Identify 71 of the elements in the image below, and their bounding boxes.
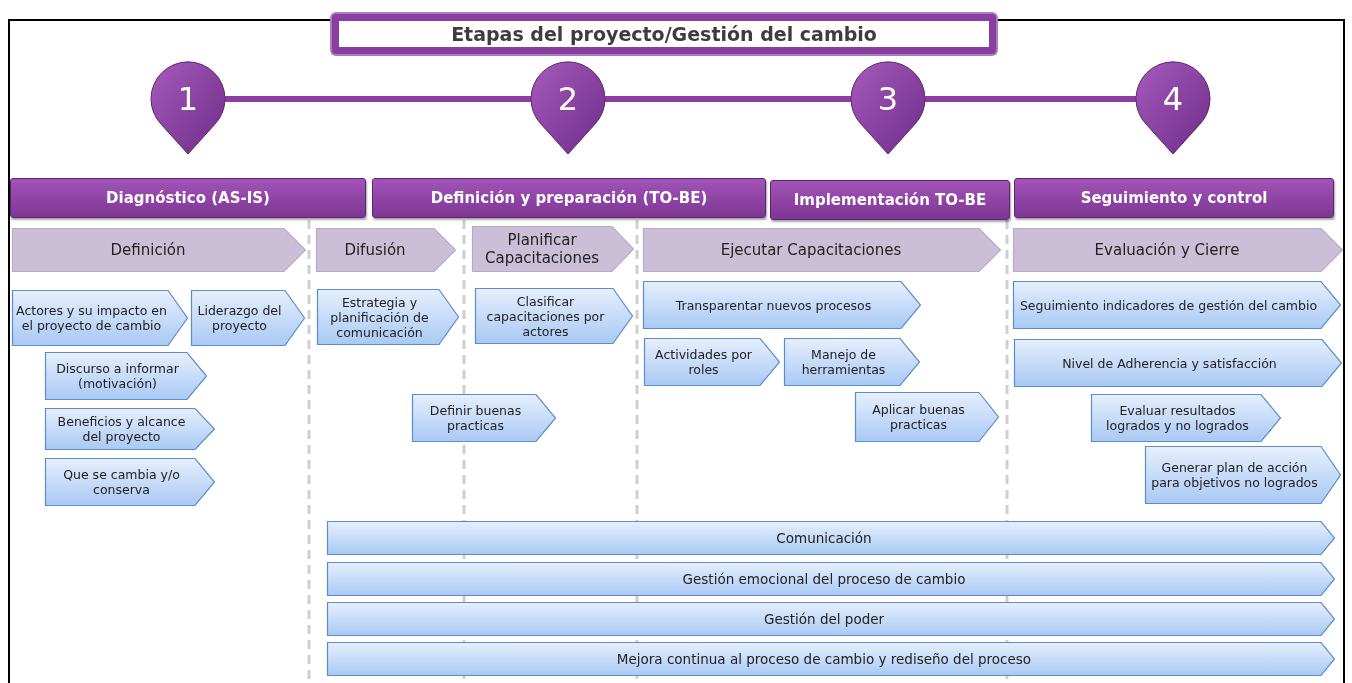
label-text: Beneficios y alcance del proyecto bbox=[56, 414, 187, 444]
label-text: Generar plan de acción para objetivos no logrados bbox=[1150, 460, 1319, 490]
stage-number: 4 bbox=[1162, 80, 1184, 119]
label-text: Actores y su impacto en el proyecto de cambio bbox=[15, 303, 168, 333]
phase-header bbox=[10, 178, 366, 218]
process-band bbox=[327, 562, 1335, 596]
process-band bbox=[327, 642, 1335, 676]
activity-box bbox=[475, 288, 633, 344]
activity-box bbox=[644, 338, 780, 386]
label-text: Planificar Capacitaciones bbox=[484, 231, 600, 267]
label-text: Seguimiento indicadores de gestión del cambio bbox=[1019, 297, 1318, 313]
phase-header bbox=[372, 178, 766, 218]
label-text: Definir buenas practicas bbox=[428, 403, 523, 433]
activity-box bbox=[1013, 281, 1341, 329]
activity-box bbox=[45, 458, 215, 506]
stage-banner bbox=[643, 228, 1001, 272]
activity-box bbox=[1014, 339, 1342, 387]
activity-box bbox=[45, 352, 207, 400]
label-text: Actividades por roles bbox=[654, 347, 753, 377]
activity-box bbox=[412, 394, 556, 442]
title-box bbox=[332, 14, 996, 54]
label-text: Comunicación bbox=[776, 529, 872, 547]
label-text: Nivel de Adherencia y satisfacción bbox=[1062, 355, 1277, 371]
activity-box bbox=[784, 338, 920, 386]
stage-number: 2 bbox=[557, 80, 579, 119]
activity-box bbox=[1145, 446, 1341, 504]
label-text: Evaluar resultados logrados y no logrados bbox=[1105, 403, 1250, 433]
label-text: Discurso a informar (motivación) bbox=[55, 361, 180, 391]
activity-box bbox=[317, 289, 459, 345]
activity-box bbox=[1091, 394, 1281, 442]
label-text: Transparentar nuevos procesos bbox=[675, 297, 872, 313]
activity-box bbox=[12, 290, 188, 346]
stage-marker bbox=[1136, 62, 1210, 154]
stage-marker bbox=[851, 62, 925, 154]
label-text: Liderazgo del proyecto bbox=[196, 303, 283, 333]
stage-number: 3 bbox=[877, 80, 899, 119]
label-text: Estrategia y planificación de comunicación bbox=[329, 294, 430, 340]
activity-box bbox=[191, 290, 305, 346]
activity-box bbox=[855, 392, 999, 442]
connector-line bbox=[225, 96, 531, 102]
label-text: Mejora continua al proceso de cambio y rediseño del proceso bbox=[616, 650, 1032, 668]
label-text: Gestión emocional del proceso de cambio bbox=[682, 570, 966, 588]
process-band bbox=[327, 602, 1335, 636]
stage-marker bbox=[151, 62, 225, 154]
connector-line bbox=[605, 96, 851, 102]
label-text: Definición bbox=[110, 241, 186, 259]
title-text: Etapas del proyecto/Gestión del cambio bbox=[451, 22, 877, 46]
label-text: Gestión del poder bbox=[763, 610, 885, 628]
label-text: Difusión bbox=[344, 241, 406, 259]
label-text: Definición y preparación (TO-BE) bbox=[430, 189, 708, 207]
label-text: Manejo de herramientas bbox=[800, 347, 887, 377]
label-text: Seguimiento y control bbox=[1080, 189, 1268, 207]
connector-line bbox=[925, 96, 1136, 102]
phase-header bbox=[770, 180, 1010, 220]
label-text: Diagnóstico (AS-IS) bbox=[106, 189, 270, 207]
label-text: Que se cambia y/o conserva bbox=[62, 467, 181, 497]
process-band bbox=[327, 521, 1335, 555]
label-text: Evaluación y Cierre bbox=[1094, 241, 1240, 259]
stage-marker bbox=[531, 62, 605, 154]
activity-box bbox=[45, 408, 215, 450]
activity-box bbox=[643, 281, 921, 329]
phase-header bbox=[1014, 178, 1334, 218]
stage-banner bbox=[12, 228, 306, 272]
label-text: Clasificar capacitaciones por actores bbox=[485, 293, 606, 339]
stage-number: 1 bbox=[177, 80, 199, 119]
label-text: Aplicar buenas practicas bbox=[871, 402, 966, 432]
label-text: Implementación TO-BE bbox=[793, 191, 987, 209]
stage-banner bbox=[316, 228, 456, 272]
label-text: Ejecutar Capacitaciones bbox=[720, 241, 902, 259]
stage-banner bbox=[472, 226, 634, 272]
stage-banner bbox=[1013, 228, 1343, 272]
